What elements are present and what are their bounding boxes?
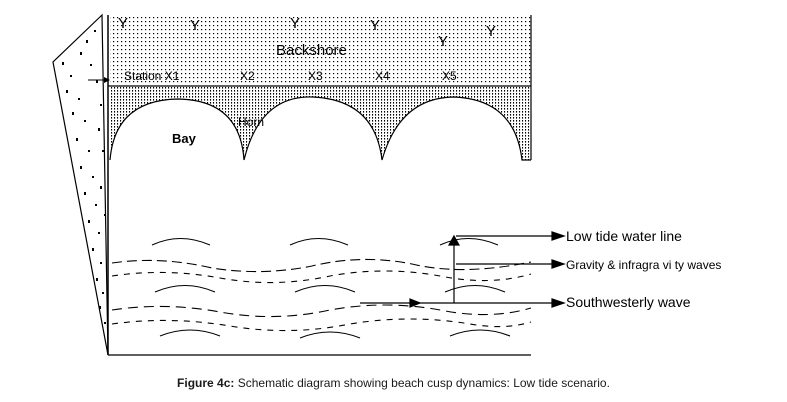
wave-field xyxy=(111,237,532,339)
station-x2-label: X2 xyxy=(240,69,255,83)
svg-text:Y: Y xyxy=(190,17,200,34)
southwesterly-label: Southwesterly wave xyxy=(566,294,691,310)
caption-text: Schematic diagram showing beach cusp dyn… xyxy=(234,376,610,390)
cliff-wedge xyxy=(52,13,109,356)
figure-caption: Figure 4c: Schematic diagram showing bea… xyxy=(0,376,787,390)
svg-text:Y: Y xyxy=(486,23,496,40)
cusp-outline xyxy=(109,96,531,161)
bay-label: Bay xyxy=(172,131,197,146)
horn-label: Horn xyxy=(238,115,264,129)
svg-text:Y: Y xyxy=(438,33,448,50)
cliff-texture xyxy=(62,30,106,324)
svg-text:Y: Y xyxy=(118,15,128,32)
station-x5-label: X5 xyxy=(442,69,457,83)
backshore-label: Backshore xyxy=(276,42,347,59)
svg-text:Y: Y xyxy=(370,17,380,34)
station-x4-label: X4 xyxy=(375,69,390,83)
backshore-zone xyxy=(110,15,531,85)
beach-cusp-diagram: Y Y Y Y Y Y Backshore Station X1 X2 X3 X4 X… xyxy=(52,13,721,356)
gravity-waves-label: Gravity & infragra vi ty waves xyxy=(566,258,721,272)
caption-prefix: Figure 4c: xyxy=(177,376,235,390)
station-x3-label: X3 xyxy=(308,69,323,83)
station-x1-label: Station X1 xyxy=(124,69,180,83)
vegetation-symbols: Y Y Y Y Y Y xyxy=(118,15,496,50)
low-tide-label: Low tide water line xyxy=(566,228,682,244)
annotation-arrows xyxy=(360,231,566,308)
svg-text:Y: Y xyxy=(290,15,300,32)
